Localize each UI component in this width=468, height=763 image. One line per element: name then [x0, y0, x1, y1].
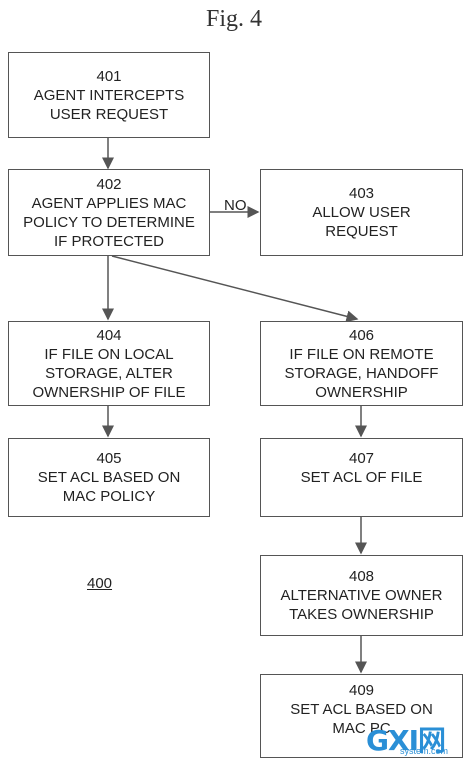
box-406-text: IF FILE ON REMOTE STORAGE, HANDOFF OWNER… — [284, 345, 439, 401]
box-402-number: 402 — [96, 175, 122, 193]
box-406: 406 IF FILE ON REMOTE STORAGE, HANDOFF O… — [260, 321, 463, 406]
box-407-text: SET ACL OF FILE — [300, 469, 423, 486]
box-404-text: IF FILE ON LOCAL STORAGE, ALTER OWNERSHI… — [32, 345, 186, 401]
box-408-number: 408 — [348, 568, 375, 585]
box-409: 409 SET ACL BASED ON MAC PC — [260, 674, 463, 758]
box-409-number: 409 — [348, 682, 375, 699]
box-407-number: 407 — [348, 450, 375, 467]
box-401: 401 AGENT INTERCEPTS USER REQUEST — [8, 52, 210, 138]
box-405: 405 SET ACL BASED ON MAC POLICY — [8, 438, 210, 517]
box-406-number: 406 — [348, 326, 375, 344]
arrow-402-406 — [111, 255, 359, 323]
box-403: 403 ALLOW USER REQUEST — [260, 169, 463, 256]
box-404-number: 404 — [96, 326, 122, 344]
no-label: NO — [224, 197, 247, 214]
box-405-text: SET ACL BASED ON MAC POLICY — [37, 469, 181, 505]
box-402: 402 AGENT APPLIES MAC POLICY TO DETERMIN… — [8, 169, 210, 256]
figure-reference: 400 — [87, 575, 113, 592]
box-405-number: 405 — [96, 450, 122, 467]
box-401-number: 401 — [96, 67, 122, 85]
box-403-number: 403 — [348, 185, 375, 202]
box-409-text: SET ACL BASED ON MAC PC — [290, 701, 433, 737]
box-404: 404 IF FILE ON LOCAL STORAGE, ALTER OWNE… — [8, 321, 210, 406]
watermark-domain: system.com — [400, 746, 449, 756]
box-408: 408 ALTERNATIVE OWNER TAKES OWNERSHIP — [260, 555, 463, 636]
box-407: 407 SET ACL OF FILE — [260, 438, 463, 517]
box-401-text: AGENT INTERCEPTS USER REQUEST — [33, 86, 185, 123]
watermark-logo: GXI网 — [366, 724, 446, 757]
box-403-text: ALLOW USER REQUEST — [312, 204, 411, 240]
figure-title: Fig. 4 — [205, 6, 262, 32]
box-402-text: AGENT APPLIES MAC POLICY TO DETERMINE IF… — [23, 194, 195, 250]
box-408-text: ALTERNATIVE OWNER TAKES OWNERSHIP — [280, 587, 443, 623]
